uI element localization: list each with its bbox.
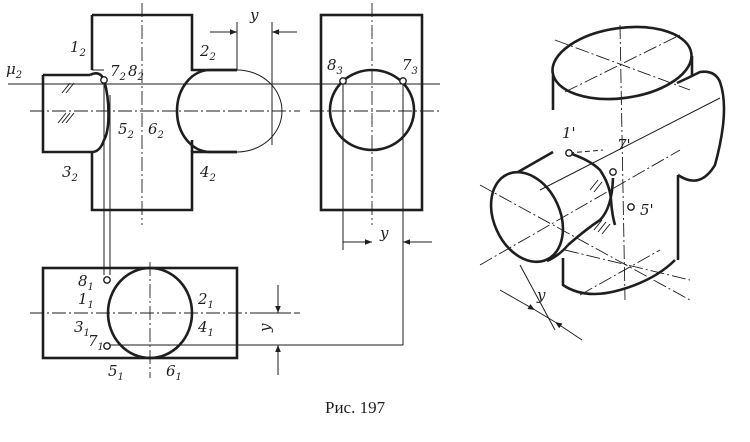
label-iso-1: 1' — [562, 124, 576, 142]
label-7-1: 71 — [88, 332, 104, 353]
label-2-2: 22 — [199, 42, 216, 63]
plan-view — [30, 262, 403, 378]
label-4-1: 41 — [197, 318, 214, 339]
dim-y-plan: y — [256, 323, 274, 333]
label-1-2: 12 — [70, 38, 86, 59]
label-3-1: 31 — [74, 318, 90, 339]
isometric-view — [479, 24, 726, 341]
label-4-2: 42 — [199, 163, 216, 184]
label-8-3: 83 — [327, 56, 343, 77]
dim-y-front: y — [249, 6, 259, 24]
dim-y-iso: y — [536, 286, 546, 304]
label-7-2: 72 — [110, 62, 126, 83]
label-iso-7: 7' — [617, 136, 631, 154]
side-view — [300, 3, 440, 345]
label-mu2: μ2 — [6, 60, 22, 81]
label-8-1: 81 — [78, 272, 94, 293]
front-view — [8, 3, 300, 275]
label-5-1: 51 — [108, 362, 124, 383]
label-iso-5: 5' — [640, 201, 654, 219]
label-6-2: 62 — [148, 120, 164, 141]
label-6-1: 61 — [166, 362, 182, 383]
dim-y-side: y — [379, 224, 389, 242]
label-1-1: 11 — [78, 290, 94, 311]
label-2-1: 21 — [197, 290, 214, 311]
label-7-3: 73 — [402, 56, 418, 77]
label-8-2: 82 — [128, 62, 144, 83]
label-5-2: 52 — [118, 120, 134, 141]
figure-caption: Рис. 197 — [325, 398, 386, 417]
label-3-2: 32 — [62, 163, 78, 184]
labels: μ2 12 72 82 22 52 62 32 42 83 73 81 11 2… — [6, 6, 654, 417]
